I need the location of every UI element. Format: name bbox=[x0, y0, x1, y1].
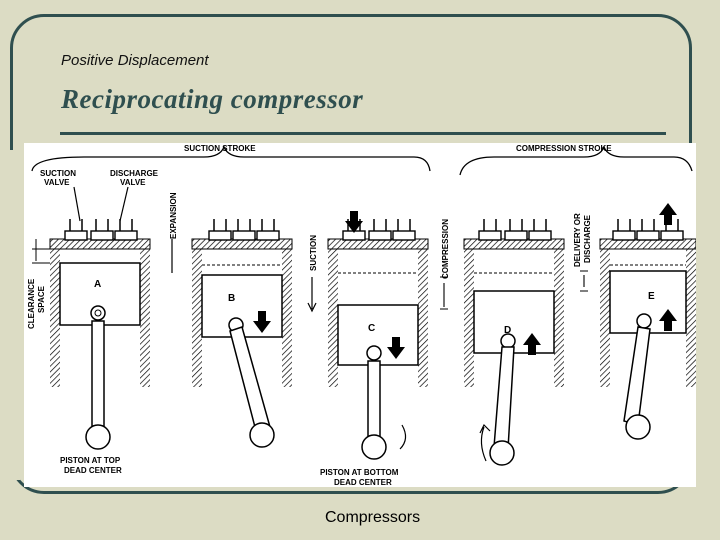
cylinder-e bbox=[599, 203, 697, 440]
suction-label: SUCTION bbox=[309, 235, 318, 271]
compression-stroke-brace bbox=[459, 145, 693, 176]
suction-stroke-label: SUCTION STROKE bbox=[184, 144, 256, 153]
stage-e-label: E bbox=[648, 291, 655, 302]
slide-subtitle: Positive Displacement bbox=[61, 52, 209, 69]
cylinder-c bbox=[327, 211, 429, 460]
stage-b-label: B bbox=[228, 293, 235, 304]
discharge-valve-label-2: VALVE bbox=[120, 178, 146, 187]
cylinder-b bbox=[191, 218, 293, 448]
tdc-label-1: PISTON AT TOP bbox=[60, 456, 121, 465]
bdc-label-2: DEAD CENTER bbox=[334, 478, 392, 487]
delivery-label-2: DISCHARGE bbox=[583, 214, 592, 263]
stage-d-label: D bbox=[504, 325, 511, 336]
slide-title: Reciprocating compressor bbox=[61, 84, 364, 114]
frame-gap bbox=[0, 150, 20, 480]
compression-stroke-label: COMPRESSION STROKE bbox=[516, 144, 612, 153]
clearance-label-2: SPACE bbox=[37, 285, 46, 313]
discharge-valve-label-1: DISCHARGE bbox=[110, 169, 159, 178]
title-rule bbox=[60, 132, 666, 135]
stage-c-label: C bbox=[368, 323, 375, 334]
compressor-diagram: SUCTION STROKE COMPRESSION STROKE A SUCT… bbox=[24, 143, 697, 487]
footer-label: Compressors bbox=[325, 509, 421, 526]
suction-stroke-brace bbox=[31, 145, 431, 172]
cylinder-d bbox=[463, 218, 565, 466]
clearance-label-1: CLEARANCE bbox=[27, 278, 36, 329]
cylinder-a bbox=[49, 218, 151, 450]
stage-a-label: A bbox=[94, 279, 101, 290]
compression-label: COMPRESSION bbox=[441, 219, 450, 279]
delivery-label-1: DELIVERY OR bbox=[573, 213, 582, 267]
tdc-label-2: DEAD CENTER bbox=[64, 466, 122, 475]
expansion-label: EXPANSION bbox=[169, 192, 178, 239]
suction-valve-label-2: VALVE bbox=[44, 178, 70, 187]
bdc-label-1: PISTON AT BOTTOM bbox=[320, 468, 399, 477]
suction-valve-label-1: SUCTION bbox=[40, 169, 76, 178]
